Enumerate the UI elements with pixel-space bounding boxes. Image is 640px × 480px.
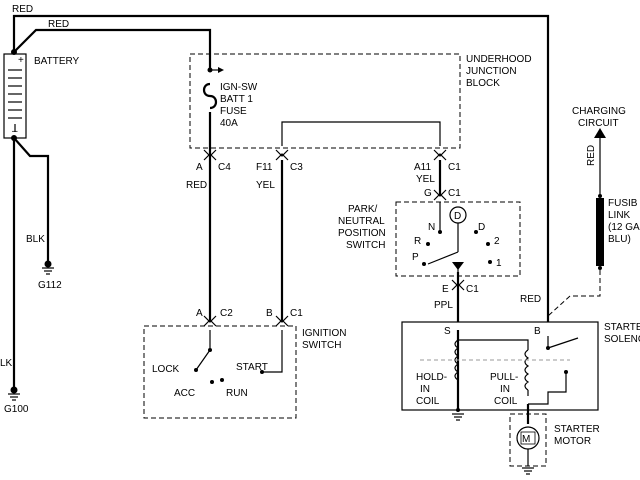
pns-p-label: P [412,252,419,263]
pns-label-1: PARK/ [348,204,377,215]
wire-color-yel-a11: YEL [416,174,435,185]
ignition-lock-label: LOCK [152,364,180,375]
underhood-label-3: BLOCK [466,78,500,89]
hold-in-label-2: IN [420,384,430,395]
pns-label-4: SWITCH [346,240,385,251]
ignition-switch-box [143,325,297,419]
ign-pin-a-label: A [196,308,203,319]
pns-label-3: POSITION [338,228,386,239]
wire-color-ppl: PPL [434,300,453,311]
battery-icon [3,53,27,139]
wire-color-yel-c3: YEL [256,180,275,191]
connector-c2-label: C2 [220,308,233,319]
fuse-icon [202,67,224,110]
battery-minus-label: – [12,126,18,137]
wire-color-blk-left: LK [0,358,13,369]
fusible-label-2: LINK [608,210,631,221]
pns-label-2: NEUTRAL [338,216,385,227]
park-neutral-switch-box [395,201,521,277]
pns-n-label: N [428,222,435,233]
starter-solenoid-label-1: STARTE [604,322,640,333]
charging-label-1: CHARGING [572,106,626,117]
connector-c4 [203,149,217,161]
fusible-link [596,194,604,270]
starter-motor-label-2: MOTOR [554,436,591,447]
ground-icon-motor [522,467,534,475]
ground-icon-g112 [42,260,54,275]
connector-c1-a11 [433,149,447,161]
ground-icon-hold-in [452,413,464,421]
pns-1-label: 1 [496,258,502,269]
pin-a11-label: A11 [414,162,431,173]
wire-color-red-mid: RED [48,19,69,30]
connector-c1-e [451,279,465,291]
ign-pin-b-label: B [266,308,273,319]
pin-e-label: E [442,284,449,295]
pull-in-label-2: IN [500,384,510,395]
ground-icon-g100 [8,386,20,401]
solenoid-pin-b-label: B [534,326,541,337]
ignition-run-label: RUN [226,388,248,399]
ground-label-g112: G112 [38,280,62,291]
pin-f11-label: F11 [256,162,273,173]
hold-in-label-3: COIL [416,396,440,407]
connector-c1-ign [275,315,289,327]
ignition-acc-label: ACC [174,388,195,399]
fusible-label-4: BLU) [608,234,631,245]
pns-d-label: D [478,222,485,233]
starter-motor-label-1: STARTER [554,424,600,435]
wire-color-blk: BLK [26,234,45,245]
underhood-label-1: UNDERHOOD [466,54,532,65]
pns-r-label: R [414,236,421,247]
wire-color-red-starter: RED [520,294,541,305]
motor-icon [516,426,540,450]
ignition-label-1: IGNITION [302,328,346,339]
pin-a-label: A [196,162,203,173]
arrow-up-icon [594,128,606,196]
connector-c3-label: C3 [290,162,303,173]
coil-icon-pull-in [458,339,530,396]
starter-solenoid-label-2: SOLENO [604,334,640,345]
wires [12,14,550,410]
underhood-label-2: JUNCTION [466,66,517,77]
fuse-label-1: IGN-SW [220,82,258,93]
pin-g-label: G [424,188,432,199]
starter-solenoid-box [401,321,599,411]
connector-c4-label: C4 [218,162,231,173]
underhood-junction-block [189,53,461,149]
fusible-label-3: (12 GA [608,222,640,233]
connector-c2 [203,315,217,327]
pns-selector-d-label: D [454,211,461,222]
connector-c3 [275,149,289,161]
wire-color-red-top: RED [12,4,33,15]
wire-color-red-charging: RED [586,145,597,166]
connector-c1-g-label: C1 [448,188,461,199]
pull-in-label-3: COIL [494,396,518,407]
pns-2-label: 2 [494,236,500,247]
fuse-label-4: 40A [220,118,238,129]
wire-color-red-c4: RED [186,180,207,191]
pull-in-label-1: PULL- [490,372,518,383]
fusible-label-1: FUSIB [608,198,638,209]
motor-m-label: M [522,434,530,445]
fuse-label-2: BATT 1 [220,94,253,105]
ground-label-g100: G100 [4,404,29,415]
connector-c1-g [433,189,447,201]
ignition-label-2: SWITCH [302,340,341,351]
battery-label: BATTERY [34,56,80,67]
battery-plus-label: + [18,55,24,66]
charging-label-2: CIRCUIT [578,118,619,129]
solenoid-pin-s-label: S [444,326,451,337]
connector-c1-e-label: C1 [466,284,479,295]
fuse-label-3: FUSE [220,106,247,117]
ignition-start-label: START [236,362,268,373]
connector-c1-ign-label: C1 [290,308,303,319]
connector-c1-a11-label: C1 [448,162,461,173]
hold-in-label-1: HOLD- [416,372,447,383]
